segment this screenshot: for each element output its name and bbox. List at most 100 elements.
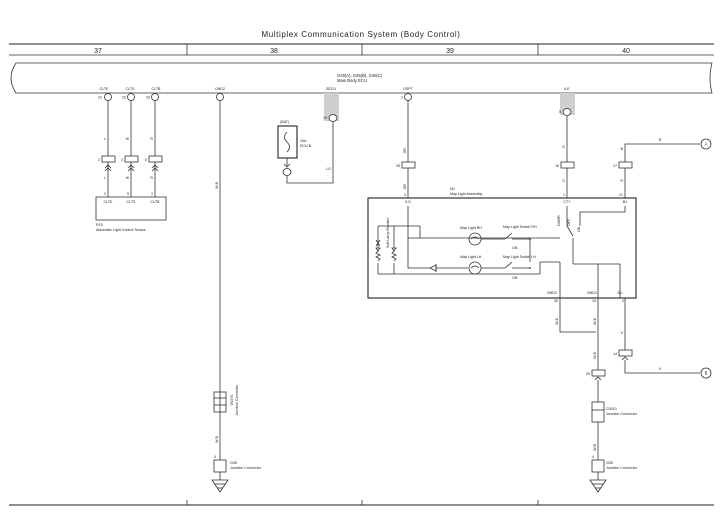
pin-gnd2 [216,93,224,101]
junction-code: C0010 [606,407,617,411]
secu-wire [286,122,334,184]
column-number: 37 [94,48,102,55]
switch-lh-label: Map Light Switch LH [503,255,536,259]
connector-pin: 16 [555,164,559,168]
junction-code: G05 [606,461,613,465]
ecu-terminal-clts: CLTS [126,87,136,91]
map-light-code: M1 [450,187,455,191]
b1-wire [624,143,700,198]
junction-name: Junction Connector [606,412,638,416]
sensor-code: R15 [96,223,103,227]
sensor-pin: 1 [151,192,153,196]
junction-pin: 4 [214,455,216,459]
sensor-terminal: CLTS [127,200,137,204]
wire-color: R [150,176,153,180]
column-number: 38 [270,48,278,55]
connector-pin: 25 [586,372,590,376]
pin-number: 1 [563,193,565,197]
diode-icon [429,264,437,272]
connector-pin: 35 [396,164,400,168]
connector-pin: 4 [121,158,123,162]
map-light-assembly [367,197,637,299]
junction-g08 [213,459,227,473]
door-switch[interactable] [566,225,574,237]
ecu-terminal-ile: ILE [564,87,570,91]
pin-number: 19 [323,116,327,120]
wire-color: W-B [555,317,559,325]
connector-block [101,155,116,163]
wire-color: R [620,179,623,183]
connector-pin: 14 [613,352,617,356]
ecu-terminal-secu: SECU [326,87,336,91]
gnd2-assembly-wire [559,298,596,333]
switch-lh[interactable] [504,261,513,269]
fuse-box [277,125,298,159]
pin-number: 30 [554,299,558,303]
off-label: OFF [567,218,571,226]
terminal-ilg: ILG [405,200,411,204]
wire-color: W [126,137,130,141]
wire-color: W-B [215,181,219,189]
sensor-name: Automatic Light Control Sensor [96,228,147,232]
connector-block [560,161,575,169]
offpage-label: A [705,142,708,147]
wire-color: GR [403,184,407,190]
pin-number: 5 [559,110,561,114]
wire-color: R [150,137,153,141]
ecu-terminal-gnd2: GND2 [215,87,225,91]
pin-number: 21 [98,96,102,100]
wire-color: W-B [593,317,597,325]
wire-color: L [104,176,106,180]
fuse-name: ECU-B [300,144,312,148]
map-light-lh-bulb [468,261,482,275]
junction-c0010 [591,401,605,423]
offpage-connector-a[interactable] [700,138,712,150]
wire-color: W-B [215,435,219,443]
terminal-gnd2: GND2 [547,291,557,295]
offpage-connector-b[interactable] [700,367,712,379]
wire-color: GR [403,148,407,154]
junction-name: Junction Connector [230,466,262,470]
terminal-gnd1: GND1 [587,291,597,295]
wire-color: W-B [593,351,597,359]
wire-color: B [621,147,624,151]
wire-color: V [659,367,662,371]
pin-secu [328,114,338,122]
fuse-terminal [282,168,292,176]
connector-pin: 17 [613,164,617,168]
terminal-b1: B1 [623,200,627,204]
switch-lh-on: ON [512,276,518,280]
connector-pin: 2 [98,158,100,162]
ecu-name: Main Body ECU [337,78,367,83]
pin-cltb [151,93,159,101]
map-light-rh-label: Map Light RH [460,226,482,230]
fuse-label: (BAT) [280,120,289,124]
connector-block [124,155,139,163]
pin-number: 21 [619,193,623,197]
pin-clte [104,93,112,101]
pin-clts [127,93,135,101]
wire-color: W-B [593,443,597,451]
connector-block [618,161,633,169]
sensor-terminal: CLTE [104,200,114,204]
pin-number: 15 [592,299,596,303]
sensor-terminal: CLTB [151,200,161,204]
junction-code: G08 [230,461,237,465]
junction-name: Junction Connector [606,466,638,470]
junction-g05 [591,459,605,473]
switch-rh[interactable] [504,232,513,240]
column-number: 39 [446,48,454,55]
wire-color: G [562,179,565,183]
sensor-pin: 5 [127,192,129,196]
ecu-terminal-dspt: DSPT [403,87,413,91]
wire-color: R [659,138,662,142]
pin-number: 4 [404,193,406,197]
ecu-terminal-clte: CLTE [100,87,110,91]
connector-pin: 6 [145,158,147,162]
junction-name: Junction Connector [235,384,239,416]
wire-color: W [126,176,130,180]
switch-rh-label: Map Light Switch RH [503,225,537,229]
secu-shaded-terminal [324,93,339,121]
ecu-codes: G46(A), G45(B), G46(C) [337,73,383,78]
